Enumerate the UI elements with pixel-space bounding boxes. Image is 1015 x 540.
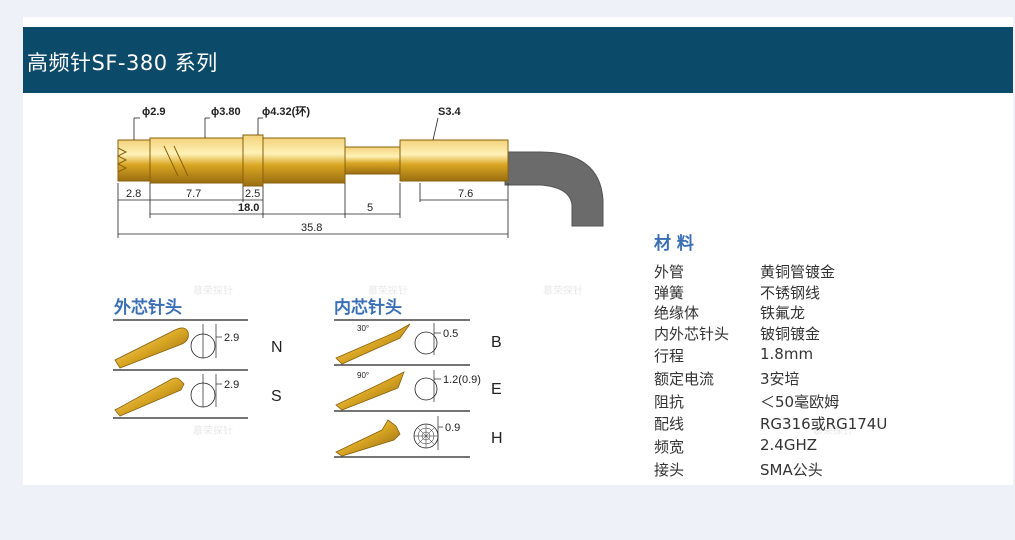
material-value: 2.4GHZ	[760, 436, 818, 454]
material-value: SMA公头	[760, 461, 823, 479]
outer-tip-s-pin	[114, 377, 185, 417]
dim-label: 2.5	[245, 188, 260, 200]
watermark: 慕荣探针	[813, 426, 853, 437]
material-key: 外管	[654, 263, 685, 281]
inner-tip-angle: 30°	[357, 324, 369, 333]
dim-label: ϕ3.80	[211, 106, 241, 118]
cable	[504, 151, 604, 227]
inner-tip-code: B	[491, 334, 502, 351]
material-value: ＜50毫欧姆	[760, 393, 840, 411]
inner-tip-b-pin	[335, 323, 411, 365]
inner-tip-dim: 0.9	[445, 422, 460, 434]
page-header: 高频针SF-380 系列	[23, 27, 1013, 93]
dim-label: 2.8	[126, 188, 141, 200]
material-key: 接头	[654, 461, 685, 479]
material-key: 弹簧	[654, 284, 685, 302]
material-key: 行程	[654, 347, 685, 365]
material-key: 阻抗	[654, 393, 685, 411]
dim-label: S3.4	[438, 106, 462, 118]
inner-tip-angle: 90°	[357, 371, 369, 380]
dim-label: 7.7	[186, 188, 201, 200]
inner-tip-code: H	[491, 430, 503, 447]
material-value: 1.8mm	[760, 345, 814, 363]
material-value: 3安培	[760, 370, 800, 388]
dim-label: ϕ4.32(环)	[262, 105, 310, 118]
dim-label: 7.6	[458, 188, 473, 200]
outer-tips-title: 外芯针头	[114, 298, 182, 318]
inner-tip-dim: 0.5	[443, 328, 458, 340]
material-value: RG316或RG174U	[760, 415, 888, 433]
watermark: 慕荣探针	[193, 426, 233, 437]
outer-tip-code: S	[271, 388, 282, 405]
outer-tip-drawings	[113, 319, 248, 419]
material-key: 内外芯针头	[654, 325, 730, 343]
watermark: 慕荣探针	[368, 286, 408, 297]
dim-label: 18.0	[238, 202, 259, 214]
inner-tip-b-section	[414, 331, 438, 355]
inner-tip-e-section	[414, 377, 438, 401]
outer-tip-dim: 2.9	[224, 332, 239, 344]
inner-tip-dim: 1.2(0.9)	[443, 374, 481, 386]
page-title: 高频针SF-380 系列	[27, 51, 218, 75]
probe-body	[116, 134, 509, 187]
material-value: 黄铜管镀金	[760, 263, 836, 281]
outer-tip-code: N	[271, 339, 283, 356]
material-value: 不锈钢线	[760, 284, 821, 302]
watermark: 慕荣探针	[543, 286, 583, 297]
inner-tip-h-pin	[335, 419, 401, 457]
dim-label: 35.8	[301, 222, 322, 234]
inner-tip-code: E	[491, 381, 502, 398]
dim-label: 5	[367, 202, 373, 214]
inner-tip-e-pin	[335, 371, 405, 411]
inner-tip-drawings	[334, 319, 470, 458]
material-key: 配线	[654, 415, 685, 433]
content-card: 慕荣探针 慕荣探针 慕荣探针 慕荣探针 慕荣探针	[23, 17, 1013, 485]
material-key: 频宽	[654, 438, 685, 456]
material-key: 额定电流	[654, 370, 715, 388]
material-value: 铁氟龙	[760, 304, 806, 322]
outer-tip-dim: 2.9	[224, 379, 239, 391]
material-key: 绝缘体	[654, 304, 700, 322]
outer-tip-n-pin	[114, 327, 189, 369]
inner-tips-title: 内芯针头	[334, 298, 402, 318]
material-value: 铍铜镀金	[760, 325, 821, 343]
dim-label: ϕ2.9	[142, 106, 166, 118]
watermark: 慕荣探针	[193, 286, 233, 297]
materials-title: 材 料	[654, 234, 694, 254]
